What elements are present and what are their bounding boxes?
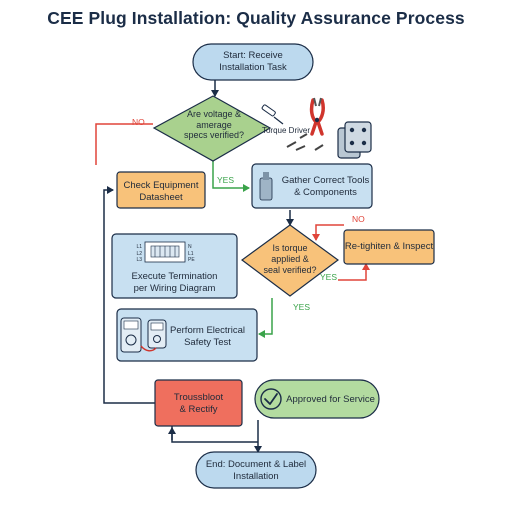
page-title: CEE Plug Installation: Quality Assurance… [47,8,465,28]
edge-torque-yes [258,298,273,338]
cee-plug-icon [337,121,372,159]
troubleshoot-node [154,379,243,427]
edge-troubleshoot-loop [103,186,155,404]
start-node [192,43,314,81]
edge-troubleshoot-end [171,425,196,443]
voltage-yes-label: YES [217,175,235,185]
edge-voltage-yes [212,160,250,192]
retighten-label: Re-tighiten & Inspect [344,241,434,252]
edge-torque-no [312,224,344,241]
safety-yes-label: YES [293,302,311,312]
edge-voltage-no [95,123,153,165]
end-node [195,451,317,489]
wiring-diagram-icon [144,241,186,263]
gather-tools-node [251,163,373,209]
voltage-decision [152,95,272,162]
checkmark-icon [260,388,282,410]
multimeter-icon [120,317,167,353]
torque-decision [240,224,340,297]
torque-yes-label: YES [320,272,338,282]
edge-torque-yes-retighten [338,263,370,281]
torque-driver-label: Torque Driver [261,126,310,135]
approved-label: Approved for Service [286,394,375,405]
torque-wrench-icon [259,172,273,201]
screws-icon [286,133,324,151]
pliers-icon [309,97,325,136]
gather-tools-label: Gather Correct Tools& Components [281,175,370,198]
retighten-node [343,229,435,265]
voltage-no-label: NO [132,117,145,127]
troubleshoot-label: Troussbloot& Rectify [173,392,224,415]
approved-node [254,379,380,419]
execute-termination-node [111,233,238,299]
check-datasheet-node [116,171,206,209]
torque-driver-icon [261,104,284,125]
torque-no-label: NO [352,214,365,224]
